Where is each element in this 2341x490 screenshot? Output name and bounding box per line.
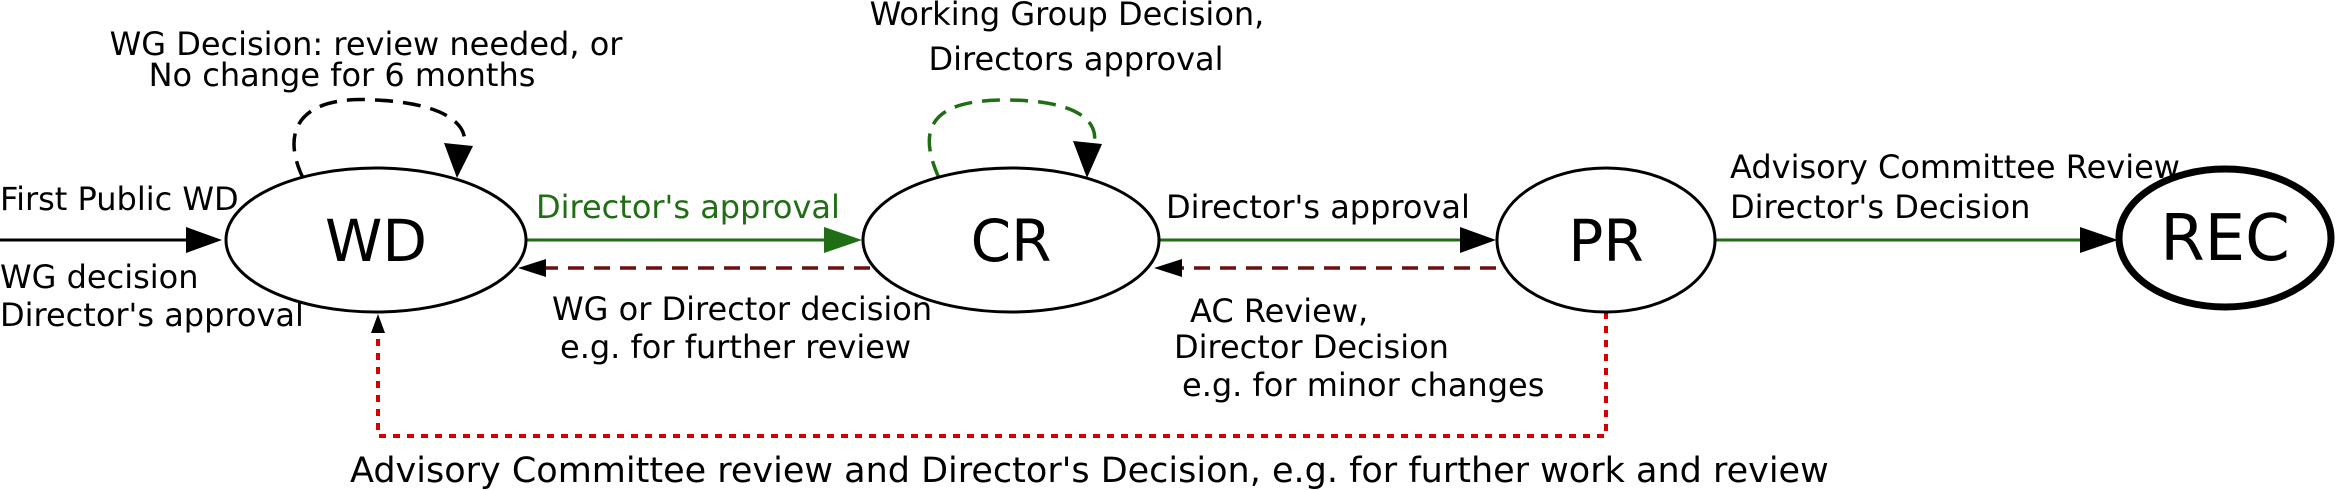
cr-loop-label-line2: Directors approval: [928, 40, 1223, 78]
wd-self-loop: [292, 97, 473, 179]
node-wd[interactable]: WD: [224, 166, 528, 314]
entry-edge: [0, 227, 222, 253]
wd-loop-label-line1: WG Decision: review needed, or: [110, 25, 624, 63]
wd-to-cr-edge: [526, 227, 862, 253]
node-pr-label: PR: [1568, 207, 1643, 275]
cr-to-pr-edge: [1160, 227, 1496, 253]
pr-to-wd-edge: [371, 312, 1608, 438]
cr-to-wd-label-line2: e.g. for further review: [560, 328, 911, 366]
pr-to-rec-label-line2: Director's Decision: [1730, 188, 2030, 226]
pr-to-rec-edge: [1716, 227, 2118, 253]
node-wd-label: WD: [325, 207, 427, 275]
wg-decision-label-line1: WG decision: [0, 258, 199, 296]
pr-to-wd-label: Advisory Committee review and Director's…: [350, 451, 1829, 490]
cr-self-loop: [927, 98, 1102, 179]
cr-loop-label-line1: Working Group Decision,: [870, 0, 1265, 33]
cr-to-wd-label-line1: WG or Director decision: [552, 290, 932, 328]
pr-to-rec-label-line1: Advisory Committee Review: [1730, 148, 2180, 186]
node-cr[interactable]: CR: [861, 166, 1161, 314]
pr-to-cr-edge: [1154, 259, 1496, 277]
cr-to-pr-label: Director's approval: [1166, 188, 1470, 226]
pr-to-cr-label-line1: AC Review,: [1190, 292, 1368, 330]
wg-decision-label-line2: Director's approval: [0, 296, 304, 334]
node-cr-label: CR: [971, 207, 1052, 275]
cr-to-wd-edge: [518, 259, 870, 277]
wd-to-cr-label: Director's approval: [536, 188, 840, 226]
first-public-wd-label: First Public WD: [0, 180, 239, 218]
node-pr[interactable]: PR: [1495, 166, 1717, 314]
node-rec[interactable]: REC: [2115, 165, 2335, 311]
wd-loop-label-line2: No change for 6 months: [149, 56, 536, 94]
node-rec-label: REC: [2160, 202, 2290, 276]
pr-to-cr-label-line2: Director Decision: [1174, 328, 1449, 366]
pr-to-cr-label-line3: e.g. for minor changes: [1182, 366, 1544, 404]
